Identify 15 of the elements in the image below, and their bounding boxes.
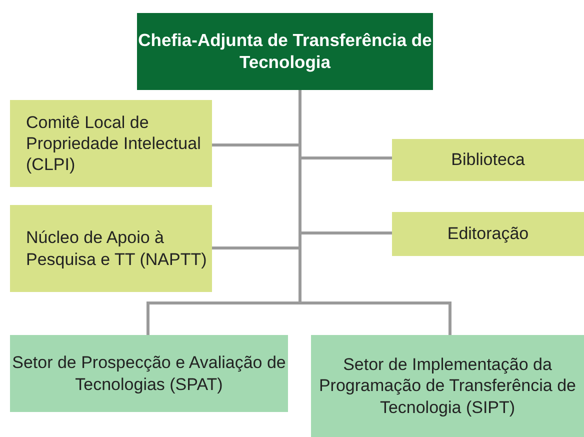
unit-name: Biblioteca — [451, 149, 525, 171]
sector-box — [10, 335, 288, 412]
unit-name: Setor de Implementação da Programação de Transferência de Tecnologia (SIPT) — [318, 354, 578, 418]
unit-name: Editoração — [447, 223, 529, 245]
header-box — [137, 13, 433, 90]
unit-name: Chefia-Adjunta de Transferência de Tecnologia — [137, 30, 433, 74]
unit-box — [392, 139, 584, 181]
connector-line — [298, 90, 452, 335]
unit-box — [10, 205, 212, 292]
unit-box — [392, 212, 584, 256]
unit-name: Núcleo de Apoio à Pesquisa e TT (NAPTT) — [26, 227, 208, 270]
unit-box — [10, 100, 212, 187]
unit-name: Comitê Local de Propriedade Intelectual (CLPI) — [26, 112, 202, 176]
sector-box — [311, 335, 584, 437]
unit-name: Setor de Prospecção e Avaliação de Tecnologias (SPAT) — [11, 352, 287, 395]
